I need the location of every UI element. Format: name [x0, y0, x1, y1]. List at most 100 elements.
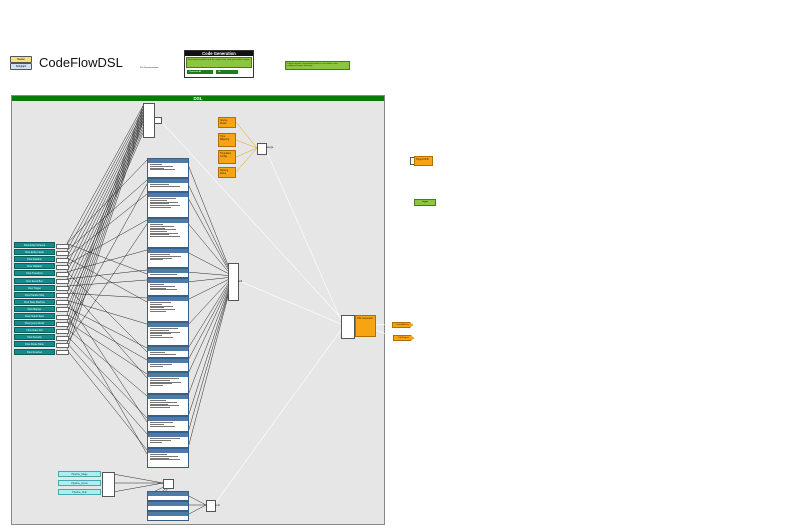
teal-node-port[interactable]: [56, 243, 69, 249]
teal-node-port[interactable]: [56, 300, 69, 306]
teal-node-port[interactable]: [56, 350, 69, 355]
page-subtitle: Pin Documentation: [140, 67, 159, 69]
teal-node[interactable]: Flow Security: [14, 334, 55, 341]
teal-node-port[interactable]: [56, 271, 69, 277]
schema-card-header: [148, 297, 188, 301]
teal-node-port[interactable]: [56, 257, 69, 263]
wire-to-card: [66, 159, 148, 244]
pipeline-out-node[interactable]: [206, 500, 216, 512]
schema-field-line: [150, 403, 168, 405]
dir-button[interactable]: Dir: [216, 70, 238, 74]
teal-node[interactable]: Flow Entity Schema: [14, 242, 55, 248]
wire-to-card: [66, 314, 148, 455]
teal-node-port[interactable]: [56, 328, 69, 334]
teal-node-port[interactable]: [56, 286, 69, 292]
schema-field-line: [150, 401, 177, 403]
mid-hub-node[interactable]: [228, 263, 239, 301]
wire-config: [235, 147, 258, 173]
source-model-node[interactable]: Source Model: [218, 117, 236, 128]
schema-card[interactable]: [147, 296, 189, 322]
teal-node[interactable]: Flow State Machine: [14, 298, 55, 305]
top-hub-out[interactable]: [154, 117, 162, 124]
wire-pipeline: [112, 482, 164, 493]
wire-mid-to-gen: [236, 279, 342, 325]
teal-node-port[interactable]: [56, 264, 69, 270]
schema-card[interactable]: [147, 248, 189, 268]
templates-config-label: Templates Config: [220, 152, 231, 158]
schema-card[interactable]: [147, 158, 189, 178]
schema-card-header: [148, 347, 188, 351]
pipeline-card-3[interactable]: [147, 511, 189, 521]
schema-field-line: [150, 438, 180, 439]
teal-node[interactable]: Flow Query Model: [14, 320, 55, 327]
wire-to-top-hub: [66, 105, 144, 315]
pipeline-card-1[interactable]: [147, 491, 189, 501]
teal-node[interactable]: Flow Event Bus: [14, 277, 55, 284]
schema-field-line: [150, 224, 163, 225]
target-asts-node[interactable]: Target ASTs: [414, 156, 433, 166]
teal-node[interactable]: Flow Mapper: [14, 305, 55, 312]
teal-node-port[interactable]: [56, 335, 69, 341]
teal-node[interactable]: Flow Transform: [14, 270, 55, 277]
schema-card[interactable]: [147, 278, 189, 296]
schema-card[interactable]: [147, 268, 189, 278]
schema-field-line: [150, 227, 165, 229]
pipeline-card-2[interactable]: [147, 501, 189, 511]
schema-card[interactable]: [147, 218, 189, 248]
dsl-generator-node[interactable]: DSL Generator: [355, 315, 376, 337]
wire-to-card: [66, 193, 148, 258]
code-generation-panel: Code Generation Generated template and f…: [184, 50, 254, 78]
wire-gen-to-artifacts: [375, 323, 393, 326]
templates-config-node[interactable]: Templates Config: [218, 150, 236, 164]
schema-card[interactable]: [147, 346, 189, 358]
generate-all-button[interactable]: Generate All: [187, 70, 213, 74]
schema-field-line: [150, 383, 172, 384]
teal-node[interactable]: Flow Index Def: [14, 327, 55, 334]
diff-report-output[interactable]: Diff Report: [393, 335, 414, 341]
pipeline-inputs-node[interactable]: Pipeline_Inputs: [58, 480, 101, 486]
teal-node[interactable]: Flow Relation: [14, 256, 55, 263]
config-merge-node[interactable]: [257, 143, 267, 155]
naming-rules-node[interactable]: Naming Rules: [218, 167, 236, 178]
wire-to-top-hub: [66, 108, 144, 322]
teal-node[interactable]: Flow Validator: [14, 263, 55, 270]
schema-card-header: [148, 219, 188, 223]
teal-node[interactable]: Flow Trigger: [14, 284, 55, 291]
schema-card[interactable]: [147, 372, 189, 394]
schema-card[interactable]: [147, 178, 189, 192]
wire-pipeline: [112, 473, 164, 484]
schema-card[interactable]: [147, 448, 189, 468]
teal-node[interactable]: Flow Entity Fields: [14, 249, 55, 256]
teal-node-port[interactable]: [56, 307, 69, 313]
teal-node[interactable]: Flow Handler Map: [14, 291, 55, 298]
schema-card[interactable]: [147, 322, 189, 346]
schema-field-line: [150, 378, 179, 379]
pipeline-ports[interactable]: [102, 472, 115, 497]
pipeline-stage-node[interactable]: Pipeline_Stage: [58, 471, 101, 477]
schema-card[interactable]: [147, 416, 189, 432]
teal-node[interactable]: Flow Output Spec: [14, 313, 55, 319]
schema-card[interactable]: [147, 394, 189, 416]
pipeline-sink-node[interactable]: Pipeline_Sink: [58, 489, 101, 495]
schema-card-header: [148, 433, 188, 437]
schema-field-line: [150, 333, 171, 334]
teal-node-port[interactable]: [56, 293, 69, 299]
wire-to-top-hub: [66, 120, 144, 351]
type-mapping-node[interactable]: Type Mapping: [218, 133, 236, 147]
teal-node-port[interactable]: [56, 314, 69, 320]
schema-card[interactable]: [147, 432, 189, 448]
generator-inputs[interactable]: [341, 315, 355, 339]
code-artifacts-output[interactable]: Code Artifacts: [392, 322, 413, 328]
schema-card[interactable]: [147, 358, 189, 372]
teal-node[interactable]: Flow Resolver: [14, 348, 55, 355]
pipeline-merge-node[interactable]: [163, 479, 174, 489]
schema-card[interactable]: [147, 192, 189, 218]
wire-card-to-hub: [186, 277, 229, 283]
teal-node-port[interactable]: [56, 250, 69, 256]
teal-node-port[interactable]: [56, 321, 69, 327]
source-model-label: Source Model: [220, 119, 228, 125]
logger-node[interactable]: Logger: [414, 199, 436, 206]
teal-node[interactable]: Flow Route Table: [14, 341, 55, 348]
teal-node-port[interactable]: [56, 279, 69, 284]
teal-node-port[interactable]: [56, 342, 69, 348]
